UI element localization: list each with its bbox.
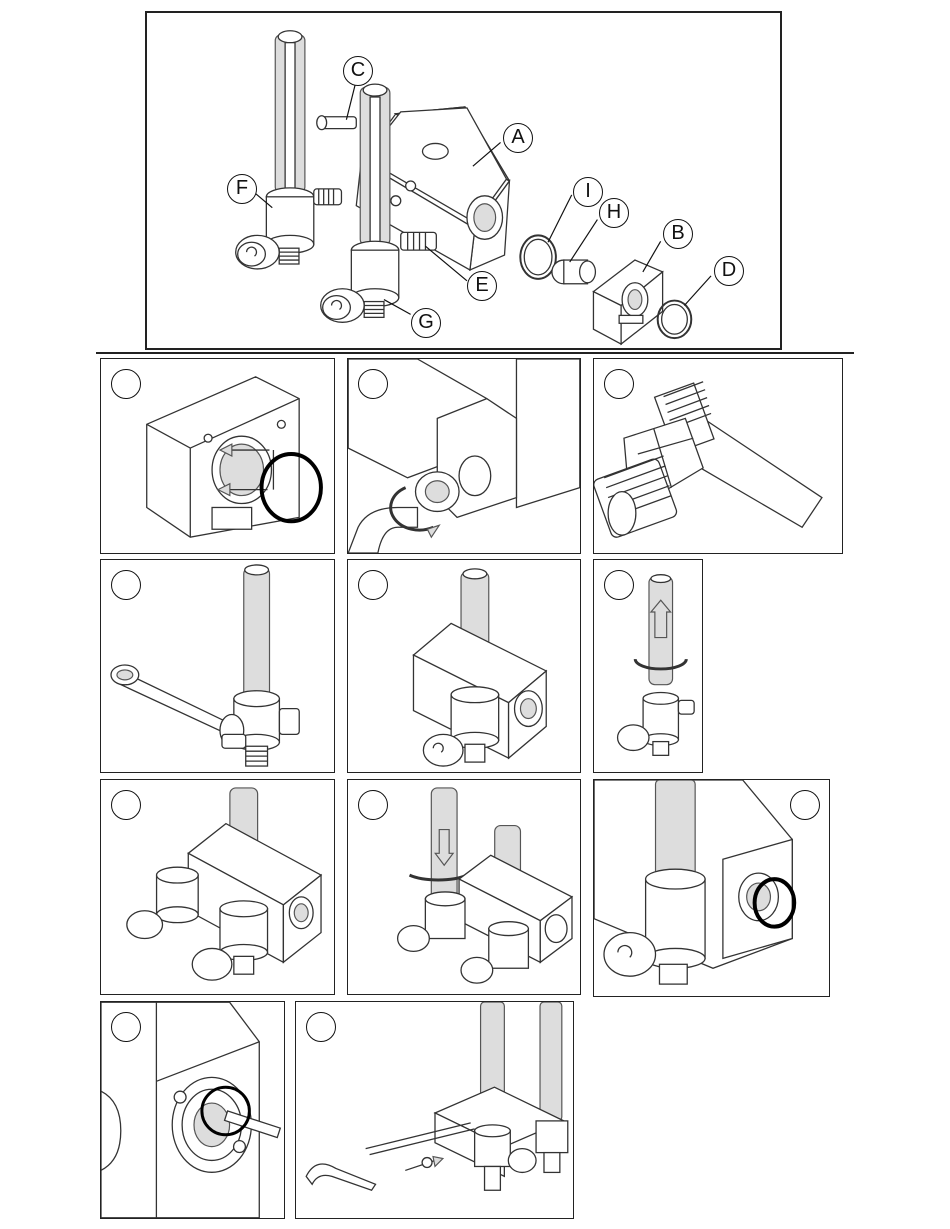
step-panel-2: [347, 358, 581, 554]
step-panel-6: [593, 559, 703, 773]
callout-e: E: [467, 271, 497, 301]
step-panel-8: [347, 779, 581, 995]
step-10-number-circle: [111, 1012, 141, 1042]
step-3-number-circle: [604, 369, 634, 399]
section-divider: [96, 352, 854, 354]
step-2-number-circle: [358, 369, 388, 399]
callout-h: H: [599, 198, 629, 228]
step-panel-9: [593, 779, 830, 997]
step-11-number-circle: [306, 1012, 336, 1042]
callout-a: A: [503, 123, 533, 153]
callout-d: D: [714, 256, 744, 286]
step-panel-3: [593, 358, 843, 554]
step-panel-5: [347, 559, 581, 773]
callout-c: C: [343, 56, 373, 86]
step-4-number-circle: [111, 570, 141, 600]
step-panel-7: [100, 779, 335, 995]
step-6-number-circle: [604, 570, 634, 600]
callout-b: B: [663, 219, 693, 249]
step-panel-1: [100, 358, 335, 554]
step-7-number-circle: [111, 790, 141, 820]
exploded-view-panel: A B C D E F G H I: [145, 11, 782, 350]
step-11-drawing: [296, 1002, 573, 1218]
step-5-number-circle: [358, 570, 388, 600]
step-panel-11: [295, 1001, 574, 1219]
step-1-number-circle: [111, 369, 141, 399]
step-panel-10: [100, 1001, 285, 1219]
step-panel-4: [100, 559, 335, 773]
callout-f: F: [227, 174, 257, 204]
callout-g: G: [411, 308, 441, 338]
step-9-number-circle: [790, 790, 820, 820]
step-8-number-circle: [358, 790, 388, 820]
callout-i: I: [573, 177, 603, 207]
